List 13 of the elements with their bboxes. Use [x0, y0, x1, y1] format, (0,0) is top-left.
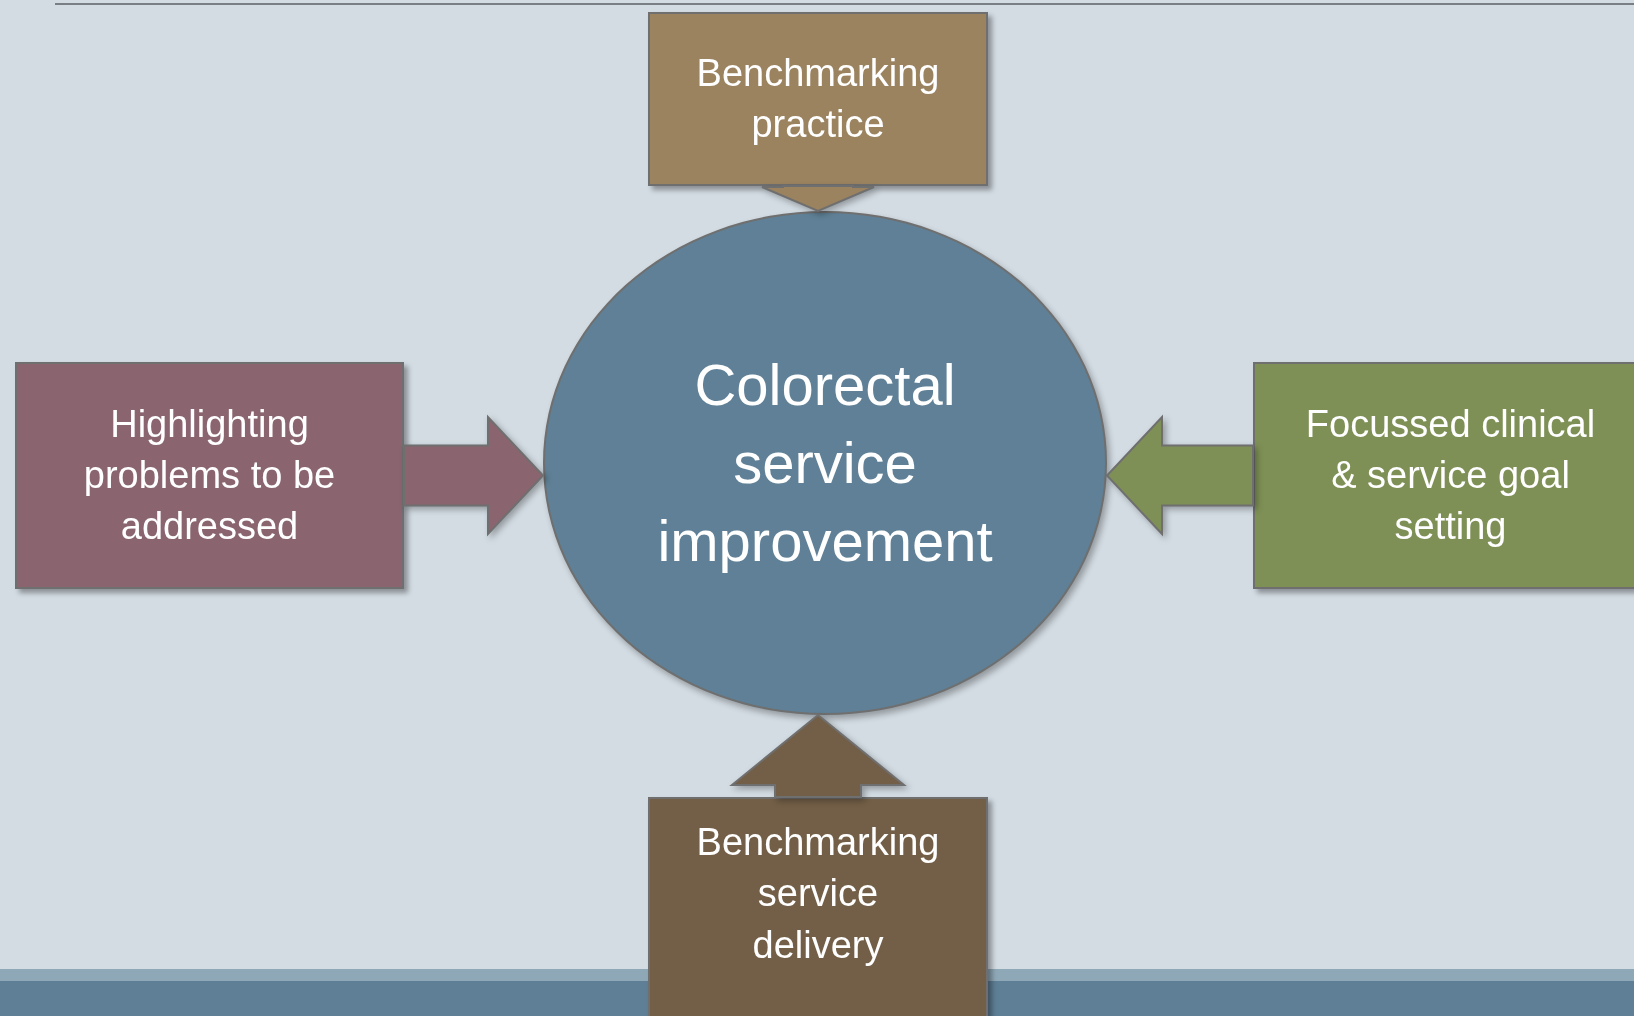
box-label: Benchmarking service delivery	[695, 820, 941, 968]
box-label: Focussed clinical & service goal setting	[1304, 401, 1597, 550]
block-arrow	[403, 414, 545, 537]
block-arrow	[729, 713, 907, 798]
process-box	[15, 362, 404, 589]
process-box	[648, 797, 988, 1016]
block-arrow	[1105, 414, 1254, 537]
block-arrow	[761, 185, 875, 213]
process-box	[1253, 362, 1634, 589]
center-label: Colorectal service improvement	[656, 350, 994, 576]
box-label: Benchmarking practice	[695, 50, 941, 147]
process-box	[648, 12, 988, 186]
box-label: Highlighting problems to be addressed	[82, 401, 337, 550]
